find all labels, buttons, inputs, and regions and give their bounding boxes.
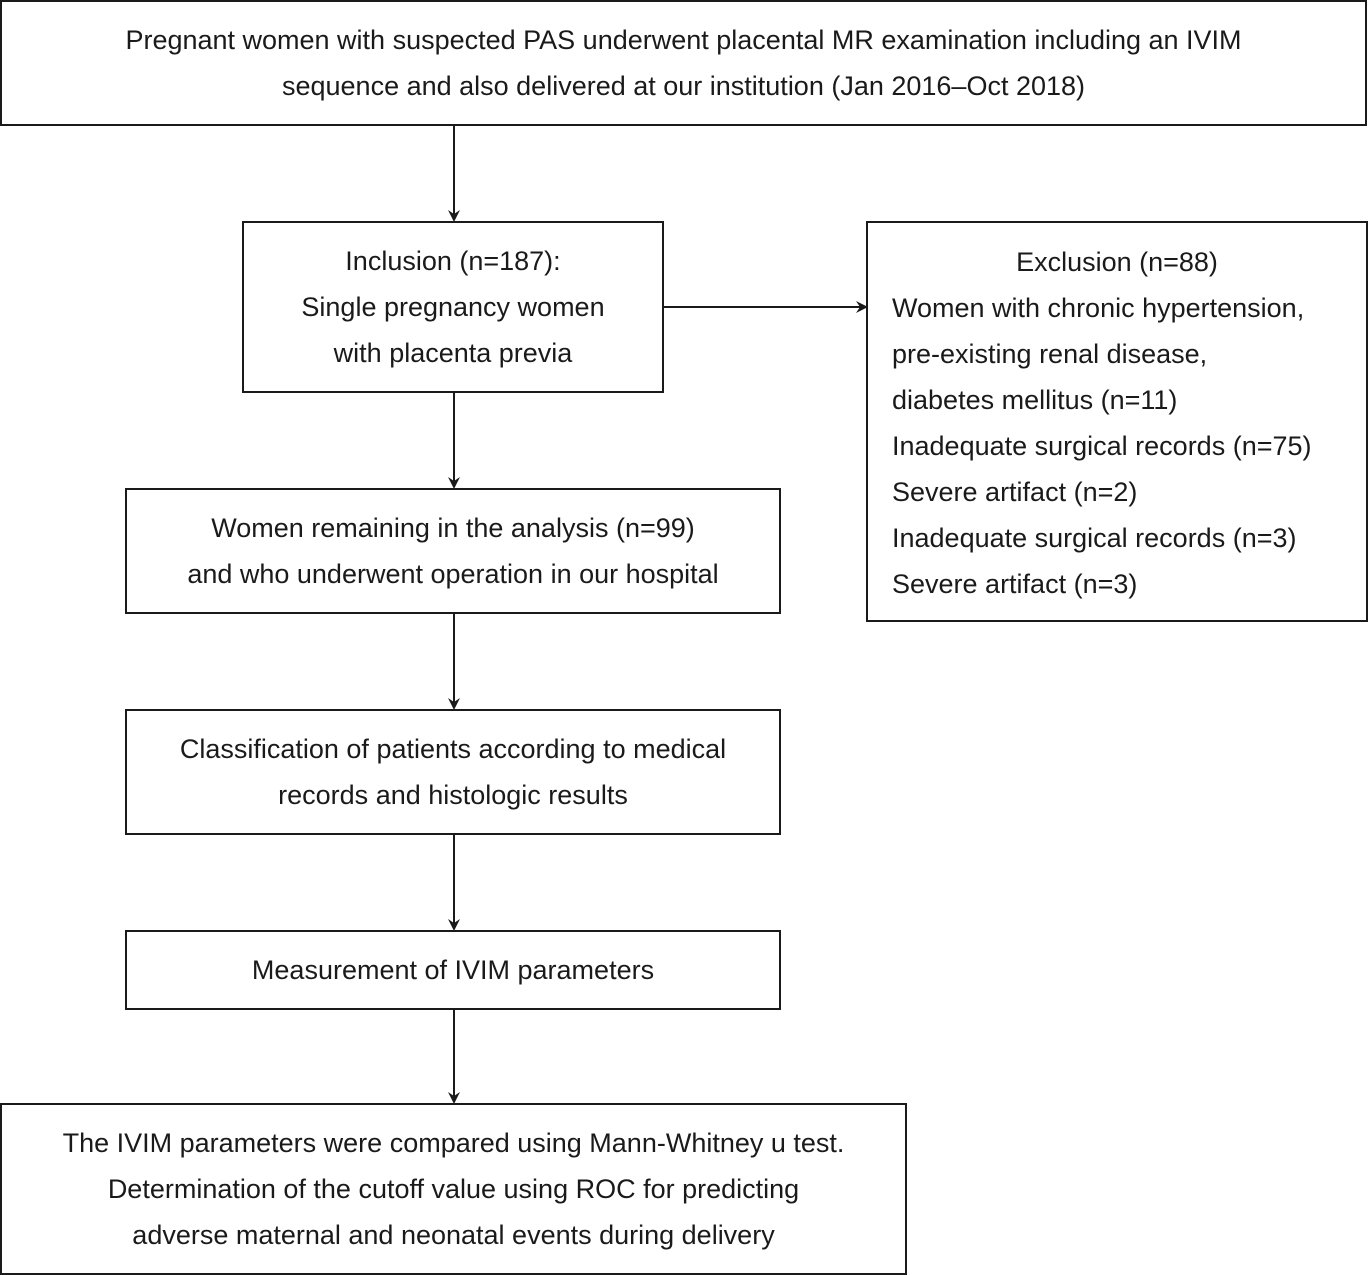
final-line-2: Determination of the cutoff value using … [107, 1174, 800, 1204]
remaining-line-1: Women remaining in the analysis (n=99) [211, 513, 695, 543]
final-line-3: adverse maternal and neonatal events dur… [132, 1220, 775, 1250]
top-box: Pregnant women with suspected PAS underw… [0, 0, 1367, 126]
classification-line-1: Classification of patients according to … [179, 734, 727, 764]
classification-box: Classification of patients according to … [125, 709, 781, 835]
measurement-box: Measurement of IVIM parameters [125, 930, 781, 1010]
exclusion-item-2: pre-existing renal disease, [892, 339, 1208, 369]
exclusion-item-7: Severe artifact (n=3) [892, 569, 1138, 599]
top-box-line-2: sequence and also delivered at our insti… [281, 71, 1086, 101]
remaining-line-2: and who underwent operation in our hospi… [187, 559, 719, 589]
inclusion-line-2: Single pregnancy women [301, 292, 605, 322]
exclusion-item-5: Severe artifact (n=2) [892, 477, 1138, 507]
exclusion-item-4: Inadequate surgical records (n=75) [892, 431, 1312, 461]
inclusion-title: Inclusion (n=187): [345, 246, 561, 276]
final-line-1: The IVIM parameters were compared using … [62, 1128, 845, 1158]
remaining-box: Women remaining in the analysis (n=99) a… [125, 488, 781, 614]
inclusion-box: Inclusion (n=187): Single pregnancy wome… [242, 221, 664, 393]
exclusion-item-6: Inadequate surgical records (n=3) [892, 523, 1297, 553]
exclusion-item-1: Women with chronic hypertension, [892, 293, 1305, 323]
exclusion-box: Exclusion (n=88) Women with chronic hype… [866, 221, 1368, 622]
inclusion-line-3: with placenta previa [333, 338, 573, 368]
measurement-line-1: Measurement of IVIM parameters [251, 955, 655, 985]
top-box-line-1: Pregnant women with suspected PAS underw… [125, 25, 1242, 55]
exclusion-item-3: diabetes mellitus (n=11) [892, 385, 1178, 415]
exclusion-title: Exclusion (n=88) [1016, 247, 1218, 277]
classification-line-2: records and histologic results [278, 780, 628, 810]
final-box: The IVIM parameters were compared using … [0, 1103, 907, 1275]
